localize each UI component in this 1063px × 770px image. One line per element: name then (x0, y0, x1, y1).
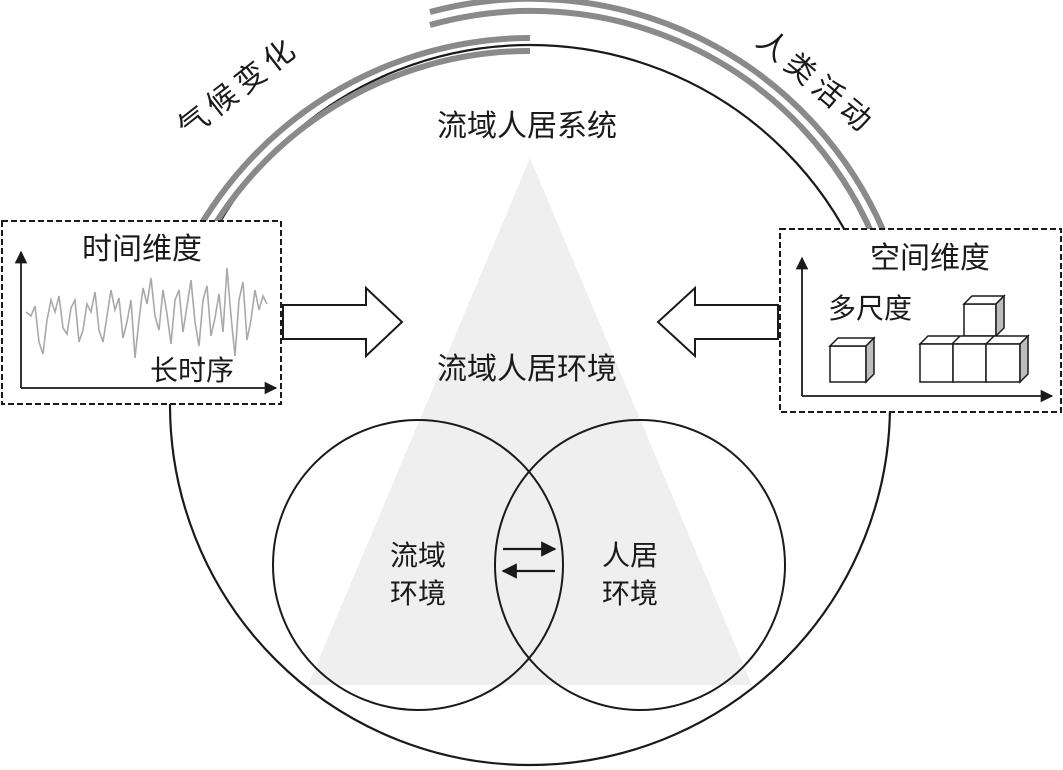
space-dimension-title: 空间维度 (870, 241, 990, 276)
external-drivers-arcs (183, 0, 886, 260)
cube-stack-icon (918, 294, 1030, 384)
left-circle-line2: 环境 (390, 577, 446, 610)
system-title: 流域人居系统 (437, 109, 617, 144)
small-cube-icon (828, 336, 876, 384)
space-dimension-box: 空间维度 多尺度 (779, 228, 1062, 413)
watershed-environment-circle (272, 419, 564, 711)
right-circle-line1: 人居 (602, 539, 658, 572)
time-series-line (25, 267, 268, 359)
long-time-series-label: 长时序 (150, 354, 234, 387)
right-circle-line2: 环境 (602, 577, 658, 610)
human-arc-inner (429, 8, 876, 238)
time-dimension-title: 时间维度 (82, 232, 202, 267)
climate-arc-inner (193, 47, 531, 260)
environment-title: 流域人居环境 (437, 352, 617, 387)
space-to-system-arrow (656, 285, 779, 359)
time-dimension-box: 时间维度 长时序 (1, 220, 282, 405)
time-to-system-arrow (282, 285, 404, 359)
system-triangle (308, 158, 752, 685)
left-circle-line1: 流域 (390, 539, 446, 572)
settlement-environment-circle (494, 419, 786, 711)
climate-arc-outer (183, 35, 531, 254)
human-arc-outer (429, 0, 886, 232)
multi-scale-label: 多尺度 (828, 292, 912, 325)
